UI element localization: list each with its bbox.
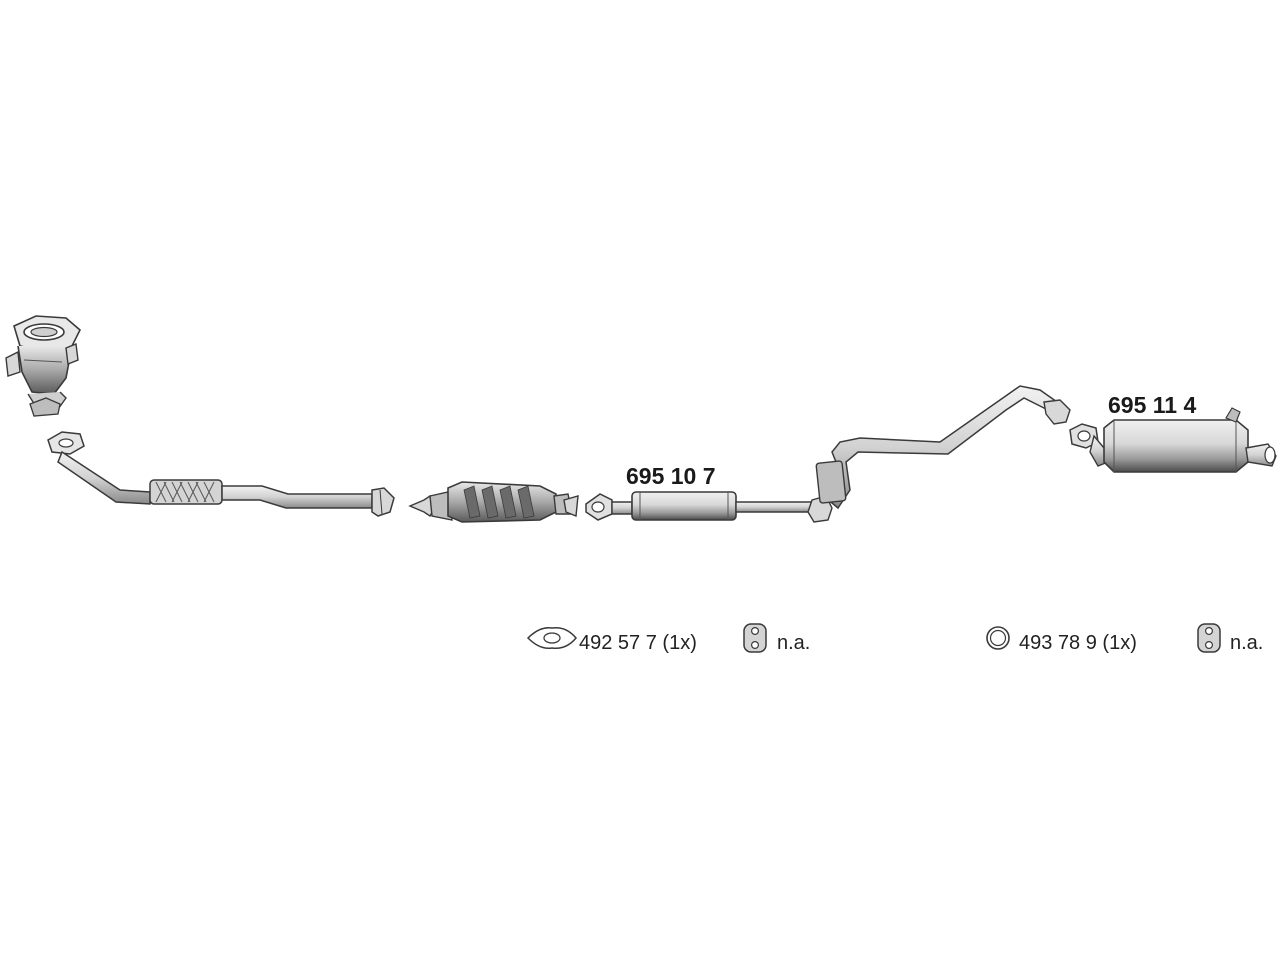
oval-gasket-label: 492 57 7 (1x) xyxy=(579,632,697,654)
rear-hanger-label: n.a. xyxy=(1230,632,1264,654)
intermediate-pipe xyxy=(807,385,1071,523)
front-silencer xyxy=(585,491,813,521)
exhaust-manifold xyxy=(5,315,81,417)
rear-silencer-part-number[interactable]: 695 11 4 xyxy=(1108,392,1197,418)
oval-gasket-icon xyxy=(526,626,577,650)
catalytic-converter xyxy=(408,481,579,523)
front-pipe xyxy=(47,431,395,517)
front-silencer-part-number[interactable]: 695 10 7 xyxy=(626,463,716,489)
front-hanger-label: n.a. xyxy=(777,632,811,654)
rubber-hanger-icon xyxy=(1197,623,1221,653)
ring-seal-icon xyxy=(986,626,1010,650)
ring-seal-label: 493 78 9 (1x) xyxy=(1019,632,1137,654)
rear-silencer xyxy=(1069,407,1277,473)
rubber-hanger-icon xyxy=(743,623,767,653)
